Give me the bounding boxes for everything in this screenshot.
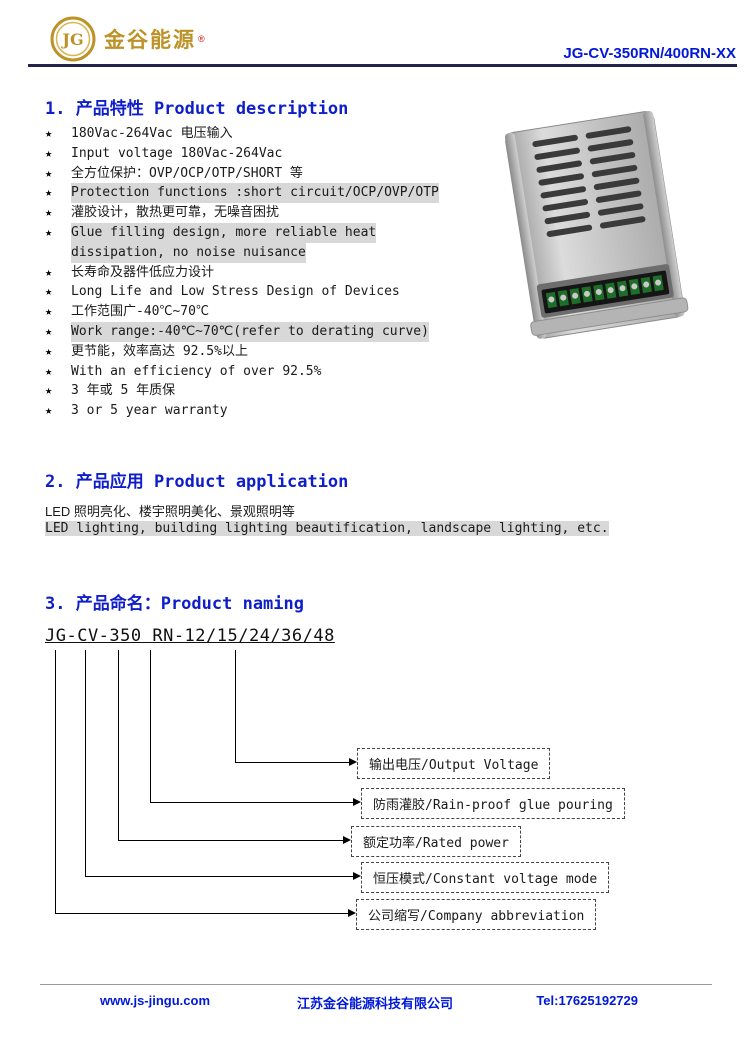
star-icon: ★: [45, 145, 53, 160]
star-icon: ★: [45, 304, 53, 319]
star-icon: ★: [45, 165, 53, 180]
star-icon: ★: [45, 284, 53, 299]
product-photo: [500, 104, 700, 349]
star-icon: ★: [45, 343, 53, 358]
star-icon: ★: [45, 323, 53, 338]
feature-item: ★ Glue filling design, more reliable hea…: [45, 222, 495, 243]
feature-item: ★ 灌胶设计，散热更可靠，无噪音困扰: [45, 203, 495, 223]
feature-item: ★ 3 年或 5 年质保: [45, 381, 495, 401]
feature-item: ★ Work range:-40℃~70℃(refer to derating …: [45, 321, 495, 342]
arrow-right-icon: [353, 871, 361, 880]
section1-title: 1. 产品特性 Product description: [45, 99, 349, 119]
star-icon: ★: [45, 205, 53, 220]
model-number: JG-CV-350RN/400RN-XX: [563, 45, 736, 62]
footer-company-name: 江苏金谷能源科技有限公司: [296, 996, 454, 1011]
star-icon: ★: [45, 264, 53, 279]
header-divider: [28, 64, 737, 67]
feature-item: ★ Long Life and Low Stress Design of Dev…: [45, 282, 495, 302]
naming-label-rated-power: 额定功率/Rated power: [351, 826, 521, 857]
footer-website-link[interactable]: www.js-jingu.com: [100, 993, 211, 1008]
feature-item: ★ Protection functions :short circuit/OC…: [45, 183, 495, 204]
footer-telephone: Tel:17625192729: [536, 993, 638, 1008]
logo-monogram: JG: [60, 30, 83, 49]
naming-connector-line: [118, 840, 343, 841]
company-logo: JG 金谷能源 ®: [50, 16, 205, 62]
feature-item: ★ 长寿命及器件低应力设计: [45, 263, 495, 283]
company-logo-icon: JG: [50, 16, 96, 62]
star-icon: ★: [45, 363, 53, 378]
feature-item: ★ 工作范围广-40℃~70℃: [45, 302, 495, 322]
star-icon: ★: [45, 185, 53, 200]
arrow-right-icon: [353, 797, 361, 806]
naming-connector-line: [150, 650, 151, 802]
registered-mark: ®: [198, 34, 205, 44]
naming-label-output-voltage: 输出电压/Output Voltage: [357, 748, 551, 779]
star-icon: ★: [45, 224, 53, 239]
naming-connector-line: [85, 650, 86, 876]
feature-item: ★ 180Vac-264Vac 电压输入: [45, 124, 495, 144]
arrow-right-icon: [349, 757, 357, 766]
feature-item: ★ Input voltage 180Vac-264Vac: [45, 144, 495, 164]
naming-label-constant-voltage: 恒压模式/Constant voltage mode: [361, 862, 610, 893]
naming-connector-line: [55, 650, 56, 913]
feature-item: ★ 全方位保护：OVP/OCP/OTP/SHORT 等: [45, 164, 495, 184]
naming-connector-line: [85, 876, 353, 877]
application-line-cn: LED 照明亮化、楼宇照明美化、景观照明等: [45, 504, 295, 519]
naming-connector-line: [235, 762, 349, 763]
feature-list: ★ 180Vac-264Vac 电压输入 ★ Input voltage 180…: [45, 124, 495, 421]
star-icon: ★: [45, 383, 53, 398]
feature-item: ★ 3 or 5 year warranty: [45, 401, 495, 421]
section3-title: 3. 产品命名：Product naming: [45, 594, 304, 614]
footer-divider: [40, 984, 712, 985]
arrow-right-icon: [348, 908, 356, 917]
naming-connector-line: [118, 650, 119, 840]
feature-item: ★ With an efficiency of over 92.5%: [45, 362, 495, 382]
naming-connector-line: [55, 913, 348, 914]
star-icon: ★: [45, 126, 53, 140]
arrow-right-icon: [343, 835, 351, 844]
naming-connector-line: [235, 650, 236, 762]
star-icon: ★: [45, 403, 53, 418]
feature-item-continuation: ★ dissipation, no noise nuisance: [45, 242, 495, 263]
naming-connector-line: [150, 802, 353, 803]
product-naming-code: JG-CV-350 RN-12/15/24/36/48: [45, 626, 335, 646]
logo-text: 金谷能源: [104, 27, 196, 52]
section2-title: 2. 产品应用 Product application: [45, 472, 349, 492]
naming-label-rain-proof: 防雨灌胶/Rain-proof glue pouring: [361, 788, 625, 819]
feature-item: ★ 更节能，效率高达 92.5%以上: [45, 342, 495, 362]
application-line-en: LED lighting, building lighting beautifi…: [45, 521, 609, 536]
naming-label-company-abbrev: 公司缩写/Company abbreviation: [356, 899, 597, 930]
